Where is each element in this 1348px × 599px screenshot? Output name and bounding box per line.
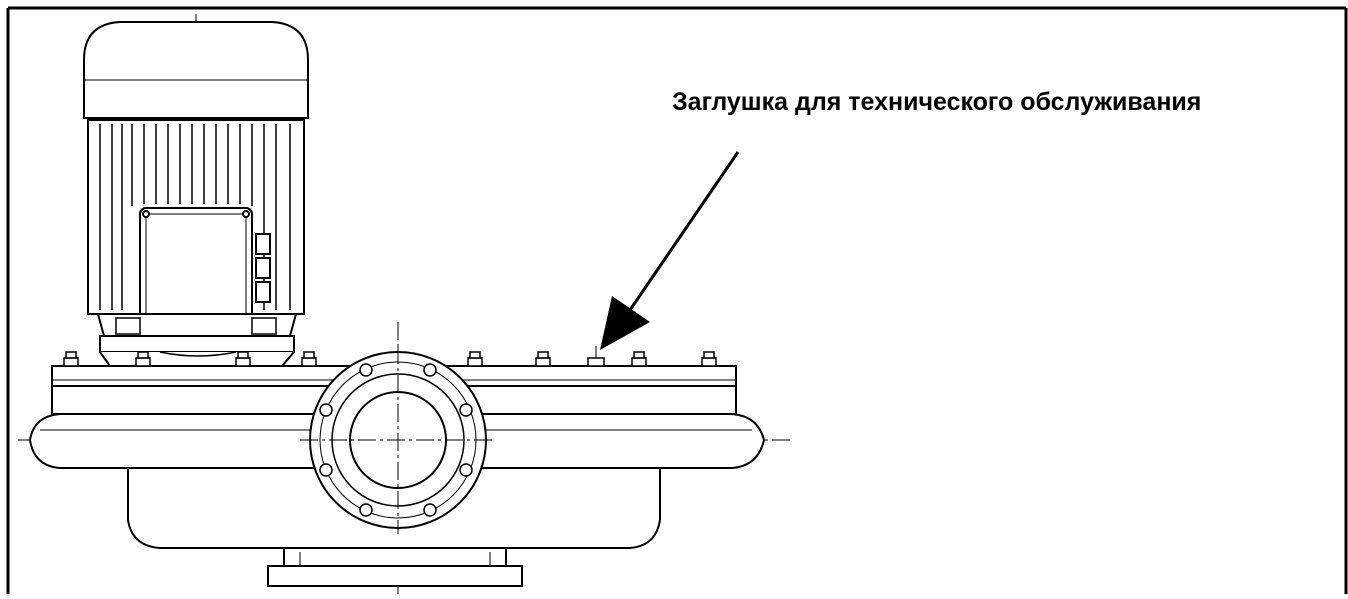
callout-label: Заглушка для технического обслуживания (672, 88, 1202, 116)
motor (83, 21, 309, 367)
cable-gland (255, 257, 271, 279)
lantern-adapter (99, 335, 295, 353)
base-plate (267, 565, 523, 587)
frame-border (6, 6, 1348, 594)
pipe-flange (300, 346, 496, 534)
flange-bolt-holes (319, 363, 473, 517)
motor-top-cap (83, 21, 309, 119)
cable-gland (255, 233, 271, 255)
base-foot (283, 547, 507, 567)
cover-bolts (63, 351, 717, 367)
cable-gland (255, 281, 271, 303)
maintenance-plug (587, 357, 605, 367)
callout-arrow (600, 151, 740, 350)
